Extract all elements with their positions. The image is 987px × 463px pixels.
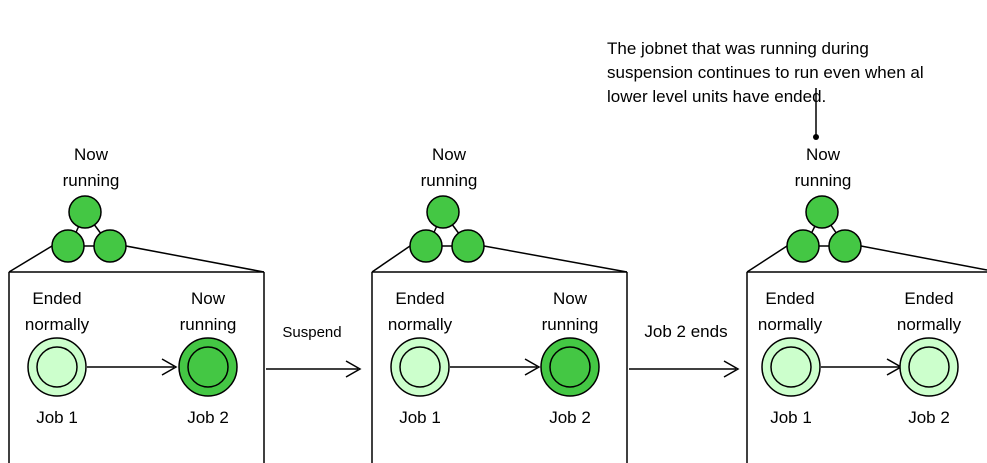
panel-2: Now running Ended normally Now running	[371, 145, 628, 463]
job1-status-line-1: Ended	[395, 289, 444, 308]
jobnet-status-line-1: Now	[806, 145, 841, 164]
jobnet-node-top	[68, 195, 102, 229]
job2-status-line-2: running	[180, 315, 237, 334]
job2-name: Job 2	[187, 408, 229, 427]
jobnet-node-top	[805, 195, 839, 229]
job2-status-line-1: Now	[191, 289, 226, 308]
jobnet-icon	[409, 195, 485, 263]
jobnet-status-line-2: running	[795, 171, 852, 190]
job2-status-line-2: running	[542, 315, 599, 334]
annotation-line-3: lower level units have ended.	[607, 87, 826, 106]
job1-status-line-1: Ended	[765, 289, 814, 308]
jobnet-node-right	[828, 229, 862, 263]
job1-status-line-2: normally	[758, 315, 823, 334]
jobnet-node-right	[451, 229, 485, 263]
panel-1: Now running Ended normally Now running	[8, 145, 265, 463]
job2-name: Job 2	[549, 408, 591, 427]
job1-status-line-2: normally	[388, 315, 453, 334]
jobnet-node-top	[426, 195, 460, 229]
annotation: The jobnet that was running during suspe…	[607, 39, 924, 140]
job-flow-arrowhead	[524, 358, 541, 376]
transition-label-suspend: Suspend	[282, 324, 341, 341]
jobnet-status-line-2: running	[421, 171, 478, 190]
job2-status-line-2: normally	[897, 315, 962, 334]
transition-label-job2-ends: Job 2 ends	[644, 322, 727, 341]
job1-icon	[390, 337, 450, 397]
job-flow-arrowhead	[161, 358, 178, 376]
panel-3: Now running Ended normally Ended normall…	[746, 145, 987, 463]
job1-name: Job 1	[36, 408, 78, 427]
jobnet-node-left	[51, 229, 85, 263]
transition-suspend: Suspend	[266, 324, 362, 378]
job1-name: Job 1	[770, 408, 812, 427]
job1-status-line-2: normally	[25, 315, 90, 334]
jobnet-node-right	[93, 229, 127, 263]
jobnet-icon	[786, 195, 862, 263]
transition-job2-ends: Job 2 ends	[629, 322, 740, 378]
panel-frame	[8, 245, 265, 463]
job2-status-line-1: Ended	[904, 289, 953, 308]
jobnet-status-line-1: Now	[432, 145, 467, 164]
job2-icon	[540, 337, 600, 397]
transition-arrowhead-job2-ends	[723, 360, 740, 378]
job2-name: Job 2	[908, 408, 950, 427]
annotation-line-1: The jobnet that was running during	[607, 39, 869, 58]
jobnet-status-line-2: running	[63, 171, 120, 190]
jobnet-status-line-1: Now	[74, 145, 109, 164]
annotation-pointer-dot	[813, 134, 819, 140]
job1-icon	[27, 337, 87, 397]
annotation-line-2: suspension continues to run even when al	[607, 63, 924, 82]
jobnet-icon	[51, 195, 127, 263]
job1-icon	[761, 337, 821, 397]
job1-status-line-1: Ended	[32, 289, 81, 308]
panel-frame	[746, 245, 987, 463]
jobnet-node-left	[409, 229, 443, 263]
transition-arrowhead-suspend	[345, 360, 362, 378]
job2-status-line-1: Now	[553, 289, 588, 308]
job1-name: Job 1	[399, 408, 441, 427]
job2-icon	[178, 337, 238, 397]
panel-frame	[371, 245, 628, 463]
job2-icon	[899, 337, 959, 397]
jobnet-node-left	[786, 229, 820, 263]
